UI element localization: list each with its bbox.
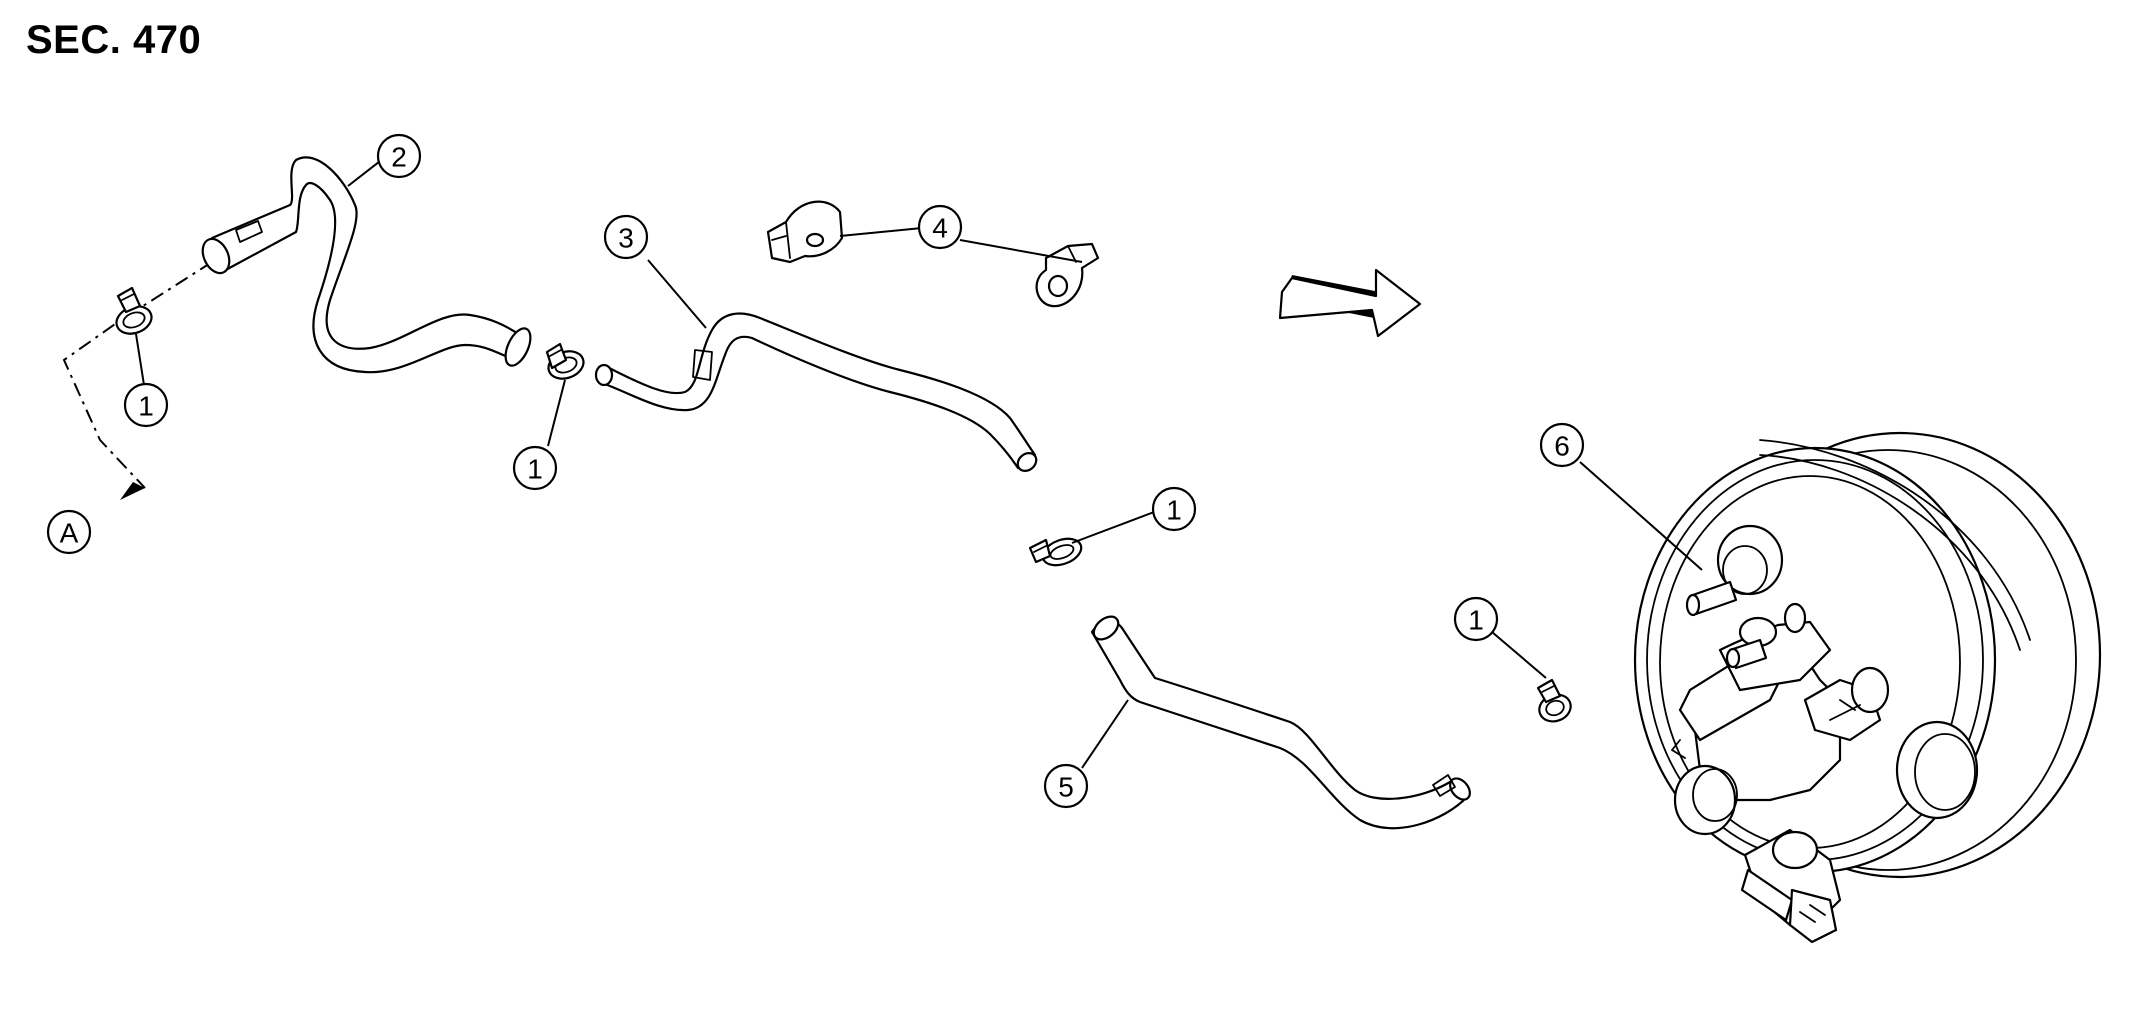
callout-1d: 1 [1453,596,1499,642]
callout-4: 4 [917,204,963,250]
callout-2-label: 2 [391,142,407,173]
page-title: SEC. 470 [26,18,202,62]
hose-clip-left[interactable] [766,200,844,264]
callout-1d-label: 1 [1468,605,1484,636]
callout-6: 6 [1539,422,1585,468]
callout-1c: 1 [1151,486,1197,532]
front-arrow-icon [1278,268,1422,338]
hose-clamp-a[interactable] [113,286,156,338]
callout-1b: 1 [512,445,558,491]
callout-4-label: 4 [932,213,948,244]
vacuum-hose-2[interactable] [198,156,536,374]
callout-a-label: A [60,518,79,549]
reference-line-a [62,261,213,500]
hose-clip-right[interactable] [1035,242,1100,308]
callout-5-label: 5 [1058,772,1074,803]
callout-3-label: 3 [618,223,634,254]
arrowhead-icon [120,482,145,500]
hose-clamp-b[interactable] [545,342,588,383]
callout-1a-label: 1 [138,391,154,422]
brake-booster[interactable] [1633,431,2102,944]
callout-1a: 1 [123,382,169,428]
callout-1b-label: 1 [527,454,543,485]
callout-5: 5 [1043,763,1089,809]
leader-lines [135,157,1703,769]
vacuum-hose-3[interactable] [594,312,1040,475]
vacuum-hose-5[interactable] [1089,612,1473,830]
callout-2: 2 [376,133,422,179]
hose-clamp-d[interactable] [1536,678,1575,726]
callout-6-label: 6 [1554,431,1570,462]
callout-a: A [46,509,92,555]
callout-3: 3 [603,214,649,260]
callout-1c-label: 1 [1166,495,1182,526]
hose-clamp-c[interactable] [1028,534,1085,570]
